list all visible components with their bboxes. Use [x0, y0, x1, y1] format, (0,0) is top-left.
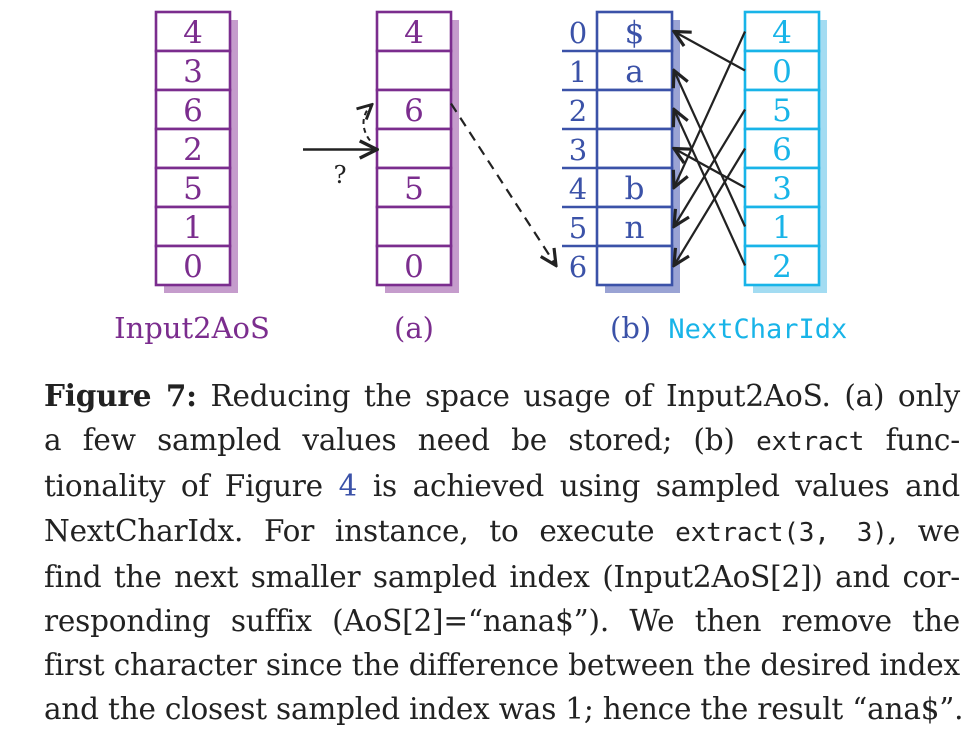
panel-b-index-label: 1 [569, 55, 587, 89]
next-char-pointer-arrow [674, 32, 746, 72]
next-char-idx-value: 0 [772, 54, 792, 90]
caption-line-4b: , we [887, 513, 961, 548]
panel-b-cell [595, 244, 674, 287]
panel-b-index-label: 4 [569, 172, 587, 206]
panel-b-index-label: 3 [569, 133, 587, 167]
next-char-idx-value: 4 [772, 15, 792, 51]
input2aos-label: Input2AoS [114, 311, 270, 345]
input2aos-value: 5 [183, 171, 203, 207]
next-char-pointer-arrow [674, 71, 747, 227]
caption-line-2a: a few sampled values need be stored; (b) [44, 423, 757, 458]
panel-a-array: 4 6 5 0 [375, 10, 459, 293]
panel-b-value: a [625, 54, 643, 90]
caption-line-2b: func- [864, 423, 961, 458]
caption-line-3b: is achieved using sampled values and [357, 469, 960, 504]
next-char-idx-cell [743, 10, 821, 53]
panel-a-value: 0 [404, 249, 424, 285]
panel-b-cell [595, 88, 674, 131]
panel-a-cell [375, 10, 453, 53]
panel-a-cell [375, 127, 453, 170]
next-char-pointer-arrow [674, 149, 746, 189]
input2aos-value: 4 [183, 15, 203, 51]
caption-line-3a: tionality of Figure [44, 469, 339, 504]
caption-line-7: first character since the difference bet… [44, 648, 960, 683]
figure-caption: Figure 7: Reducing the space usage of In… [44, 374, 964, 732]
panel-b-array: $a bn 0 1 2 3 4 5 6 [562, 10, 680, 293]
input2aos-cell [154, 10, 232, 53]
panel-a-value: 5 [404, 171, 424, 207]
panel-b-value: n [625, 210, 645, 246]
panel-b-index-label: 5 [569, 211, 587, 245]
input2aos-value: 6 [183, 93, 203, 129]
lookup-dashed-arrow [364, 105, 373, 142]
next-char-idx-value: 5 [772, 93, 792, 129]
caption-figure-ref-link[interactable]: 4 [338, 469, 358, 504]
input2aos-value: 1 [183, 210, 203, 246]
panel-b-label-prefix: (b) [610, 311, 651, 345]
panel-a-cell [375, 166, 453, 209]
panel-a-cell [375, 244, 453, 287]
panel-a-cell [375, 49, 453, 92]
panel-a-value: 4 [404, 15, 424, 51]
panel-b-cell [595, 49, 674, 92]
panel-b-cell [595, 205, 674, 248]
arrows [303, 32, 747, 266]
panel-b-label-mono: NextCharIdx [668, 314, 847, 345]
panel-b-index-label: 6 [569, 250, 587, 284]
next-char-idx-value: 3 [772, 171, 792, 207]
caption-line-5: find the next smaller sampled index (Inp… [44, 559, 960, 594]
input2aos-cell [154, 244, 232, 287]
panel-a-cell [375, 205, 453, 248]
next-char-pointer-arrow [674, 110, 747, 266]
panel-b-label: (b) NextCharIdx [610, 311, 847, 345]
caption-line-1: Reducing the space usage of Input2AoS. (… [196, 379, 960, 413]
panel-b-value: b [625, 171, 645, 207]
panel-b-value: $ [625, 15, 645, 51]
panel-b-index-label: 2 [569, 94, 587, 128]
caption-line-4a: NextCharIdx. For instance, to execute [44, 513, 676, 548]
input2aos-value: 2 [183, 132, 203, 168]
next-char-pointer-arrow [674, 147, 746, 266]
panel-b-index-label: 0 [569, 16, 587, 50]
caption-code-extract-call: extract(3, 3) [675, 517, 888, 548]
input2aos-value: 3 [183, 54, 203, 90]
next-char-idx-value: 1 [772, 210, 792, 246]
caption-line-8: and the closest sampled index was 1; hen… [44, 692, 964, 727]
panel-b-cell [595, 127, 674, 170]
input2aos-cell [154, 88, 232, 131]
input2aos-value: 0 [183, 249, 203, 285]
sampled-dashed-arrow [450, 102, 556, 266]
question-mark-label: ? [334, 161, 347, 189]
input2aos-cell [154, 49, 232, 92]
caption-code-extract: extract [756, 427, 865, 458]
panel-a-value: 6 [404, 93, 424, 129]
next-char-idx-value: 2 [772, 249, 792, 285]
next-char-idx-value: 6 [772, 132, 792, 168]
panel-a-label: (a) [394, 311, 434, 345]
caption-figure-label: Figure 7: [44, 378, 197, 413]
caption-line-6: responding suffix (AoS[2]=“nana$”). We t… [44, 604, 960, 639]
